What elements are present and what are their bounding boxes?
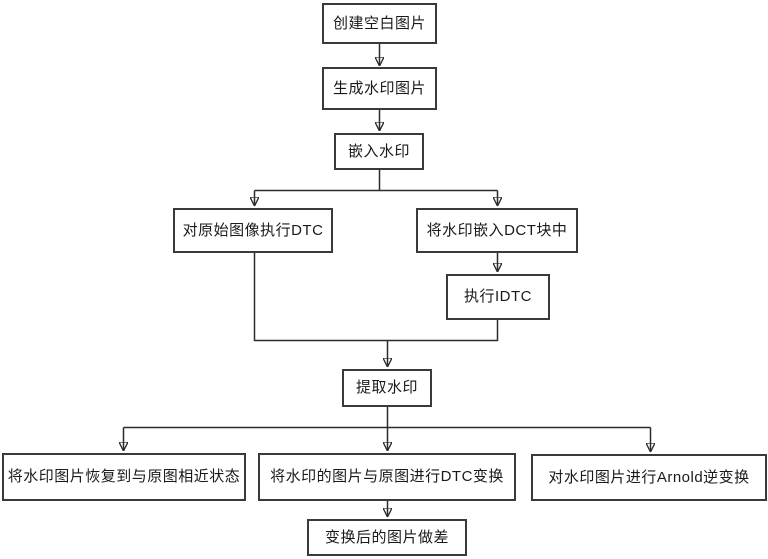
flow-node-create-blank-image: 创建空白图片 bbox=[322, 3, 437, 44]
flow-node-dtc-on-original-image: 对原始图像执行DTC bbox=[173, 208, 333, 253]
flow-node-generate-watermark-image: 生成水印图片 bbox=[322, 67, 437, 110]
flow-node-embed-watermark: 嵌入水印 bbox=[334, 133, 424, 170]
edge-merge-lines bbox=[253, 253, 499, 342]
flow-node-execute-idtc: 执行IDTC bbox=[446, 274, 550, 320]
flow-node-difference-of-images: 变换后的图片做差 bbox=[307, 519, 467, 556]
edge-embed-split-trunk bbox=[254, 170, 498, 192]
flow-node-dtc-transform-with-original: 将水印的图片与原图进行DTC变换 bbox=[258, 453, 516, 501]
edge-extract-split-trunk bbox=[123, 407, 651, 429]
flow-node-embed-watermark-dct-block: 将水印嵌入DCT块中 bbox=[416, 208, 578, 253]
flow-node-extract-watermark: 提取水印 bbox=[342, 369, 432, 407]
flow-node-restore-watermark-image: 将水印图片恢复到与原图相近状态 bbox=[2, 453, 246, 501]
flow-node-arnold-inverse-transform: 对水印图片进行Arnold逆变换 bbox=[531, 454, 767, 501]
